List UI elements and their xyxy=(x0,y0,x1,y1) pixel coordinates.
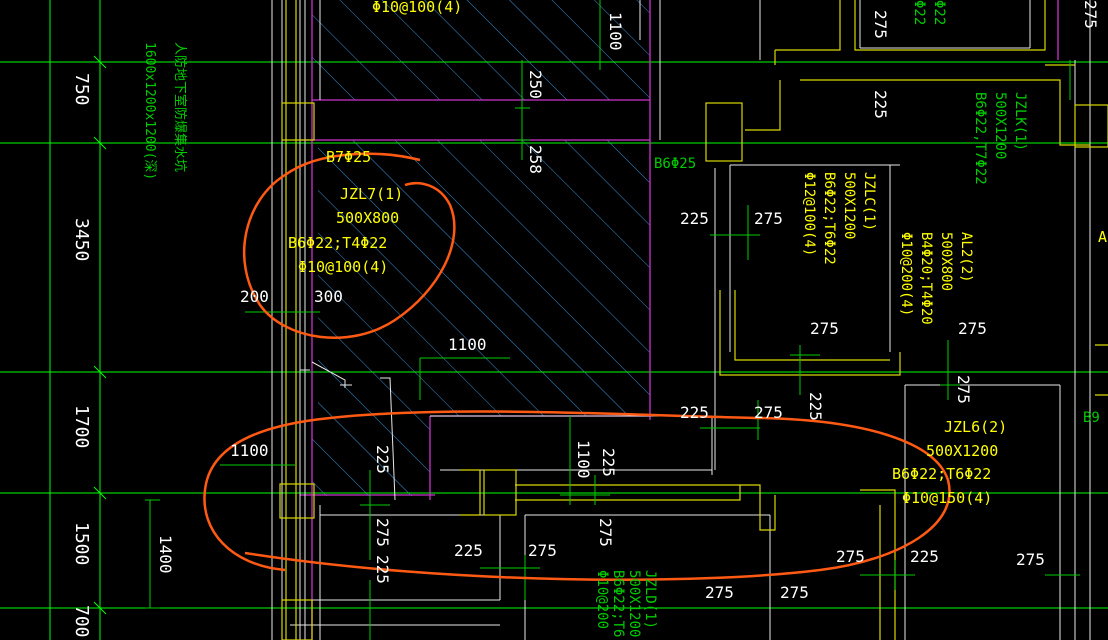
hatched-slab-lower xyxy=(312,416,430,496)
hatched-slab-main xyxy=(318,140,650,416)
dim-275-a: 275 xyxy=(754,209,783,228)
beam-outlines xyxy=(285,0,1108,640)
beam-jzld-name: JZLD(1) xyxy=(642,570,658,629)
beam-jzl6-stirrup: Φ10@150(4) xyxy=(902,489,992,507)
dim-225-f: 225 xyxy=(373,555,392,584)
pit-note-size: 1600x1200x1200(深) xyxy=(142,42,157,180)
dim-275-c: 275 xyxy=(871,10,890,39)
beam-al2-size: 500X800 xyxy=(938,232,954,291)
beam-jzld-rebar: B6Φ22;T6 xyxy=(610,570,626,637)
label-a-partial: A xyxy=(1098,228,1107,246)
dim-275-b: 275 xyxy=(810,319,839,338)
dim-225-g: 225 xyxy=(373,445,392,474)
axis-dim-750: 750 xyxy=(71,73,92,106)
axis-dim-1700: 1700 xyxy=(71,405,92,448)
label-b9: B9 xyxy=(1083,410,1100,426)
beam-jzlk-name: JZLK(1) xyxy=(1012,92,1028,151)
dim-1100-top: 1100 xyxy=(606,12,625,51)
dim-225-d: 225 xyxy=(806,392,825,421)
top-right-rebar-b: Φ22 xyxy=(911,0,927,25)
dim-225-a: 225 xyxy=(680,209,709,228)
dim-300: 300 xyxy=(314,287,343,306)
beam-al2-rebar: B4Φ20;T4Φ20 xyxy=(918,232,934,325)
dim-200: 200 xyxy=(240,287,269,306)
dim-275-i: 275 xyxy=(528,541,557,560)
beam-jzlk-size: 500X1200 xyxy=(992,92,1008,159)
dim-275-j: 275 xyxy=(705,583,734,602)
beam-al2-stirrup: Φ10@200(4) xyxy=(898,232,914,316)
axis-dim-1500: 1500 xyxy=(71,522,92,565)
dim-275-h: 275 xyxy=(596,518,615,547)
dim-275-g: 275 xyxy=(373,518,392,547)
beam-jzlk-rebar: B6Φ22,T7Φ22 xyxy=(972,92,988,185)
beam-al2-name: AL2(2) xyxy=(958,232,974,283)
dim-225-h: 225 xyxy=(454,541,483,560)
beam-jzld-size: 500X1200 xyxy=(626,570,642,637)
label-b6-phi25: B6Φ25 xyxy=(654,156,696,172)
beam-jzl6-size: 500X1200 xyxy=(926,442,998,460)
dim-250: 250 xyxy=(526,70,545,99)
dim-225-e: 225 xyxy=(599,448,618,477)
dim-225-i: 225 xyxy=(910,547,939,566)
beam-jzlc-name: JZLC(1) xyxy=(861,172,877,231)
dim-1100-left: 1100 xyxy=(230,441,269,460)
beam-jzlc-size: 500X1200 xyxy=(841,172,857,239)
columns xyxy=(279,102,1108,640)
hatched-slab-top xyxy=(312,0,650,100)
pit-note-title: 人防地下室防爆集水坑 xyxy=(172,42,188,172)
top-stirrup-partial: Φ10@100(4) xyxy=(372,0,462,16)
dim-275-l: 275 xyxy=(836,547,865,566)
dim-275-m: 275 xyxy=(1016,550,1045,569)
beam-jzlc-stirrup: Φ12@100(4) xyxy=(801,172,817,256)
beam-jzl7-top: B7Φ25 xyxy=(326,148,371,166)
dim-258: 258 xyxy=(526,145,545,174)
beam-jzl7-name: JZL7(1) xyxy=(340,185,403,203)
dim-275-f: 275 xyxy=(754,403,783,422)
dim-1400: 1400 xyxy=(156,535,175,574)
dim-275-k: 275 xyxy=(780,583,809,602)
markup-circle-jzl7 xyxy=(242,152,456,339)
markup-circles xyxy=(203,152,951,581)
beam-jzl7-size: 500X800 xyxy=(336,209,399,227)
axis-dim-3450: 3450 xyxy=(71,218,92,261)
dim-lines xyxy=(145,0,1080,640)
dim-225-c: 225 xyxy=(680,403,709,422)
dim-275-n: 275 xyxy=(1081,0,1100,29)
dim-1100-mid: 1100 xyxy=(448,335,487,354)
beam-jzl7-stirrup: Φ10@100(4) xyxy=(298,258,388,276)
pit-detail xyxy=(300,361,396,501)
axis-ticks xyxy=(93,55,107,615)
beam-jzl6-rebar: B6Φ22;T6Φ22 xyxy=(892,465,991,483)
beam-jzl7-rebar: B6Φ22;T4Φ22 xyxy=(288,234,387,252)
beam-jzlc-rebar: B6Φ22;T6Φ22 xyxy=(821,172,837,265)
top-right-rebar-a: Φ22 xyxy=(931,0,947,25)
wall-lines xyxy=(271,0,1091,640)
dim-225-b: 225 xyxy=(871,90,890,119)
dim-275-d: 275 xyxy=(958,319,987,338)
axis-dim-700: 700 xyxy=(71,605,92,638)
markup-ellipse-jzl6 xyxy=(203,410,951,581)
dim-1100-vert: 1100 xyxy=(574,440,593,479)
dim-275-e: 275 xyxy=(954,375,973,404)
beam-jzl6-name: JZL6(2) xyxy=(944,418,1007,436)
beam-jzld-stirrup: Φ10@200 xyxy=(594,570,610,629)
